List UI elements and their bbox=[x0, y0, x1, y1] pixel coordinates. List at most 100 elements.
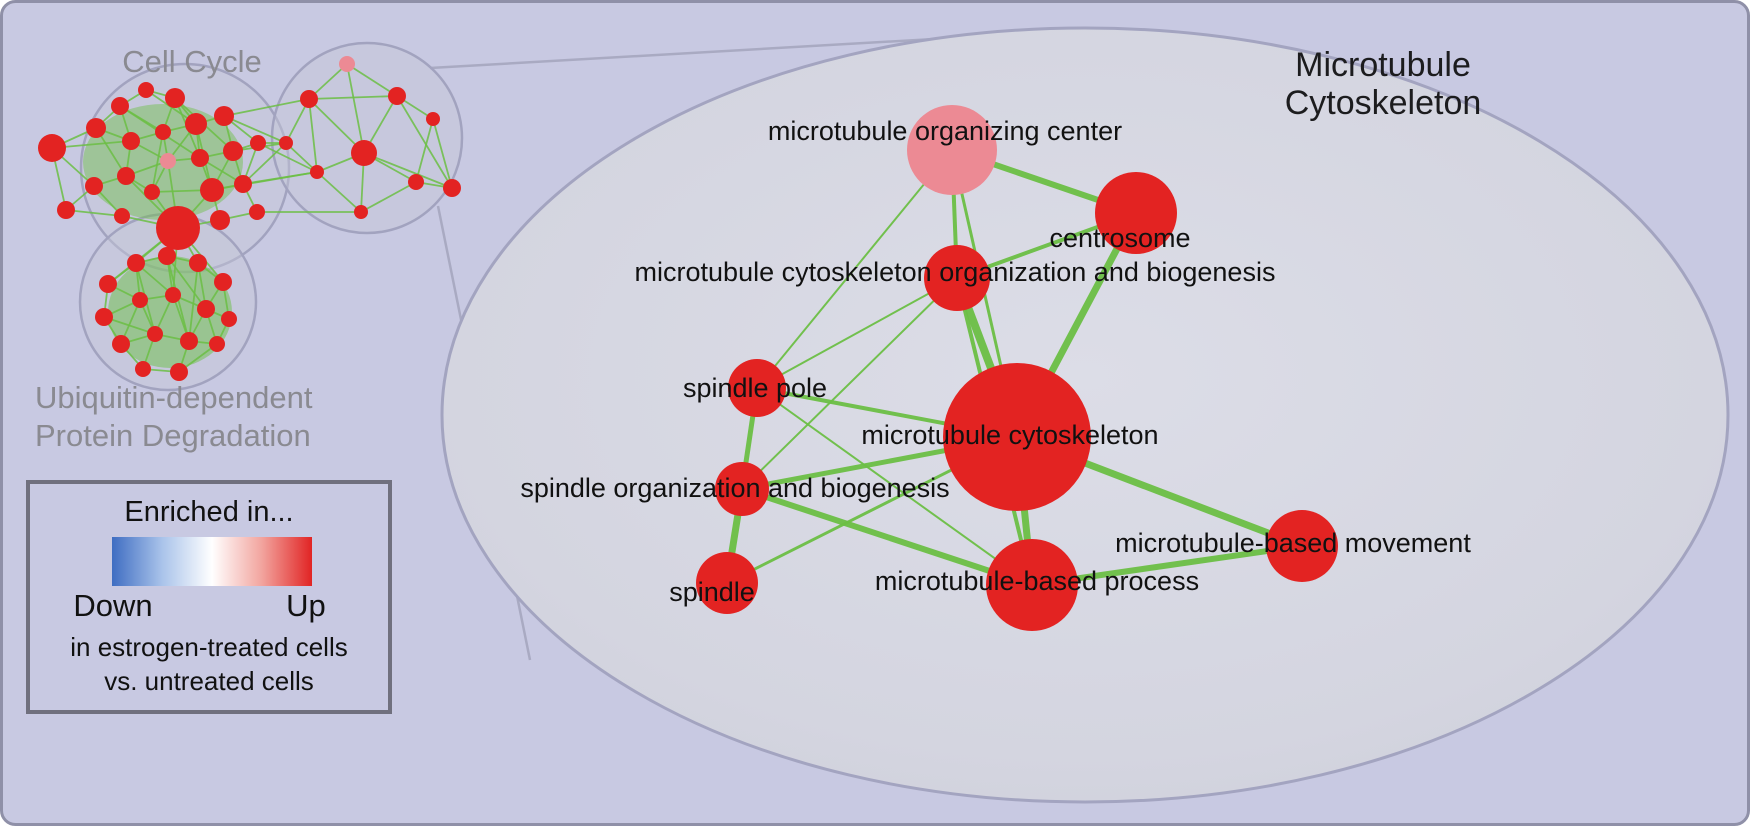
overview-node bbox=[117, 167, 135, 185]
legend-box bbox=[26, 480, 392, 714]
overview-node bbox=[147, 326, 163, 342]
overview-edge bbox=[316, 171, 362, 213]
overview-node bbox=[85, 177, 103, 195]
overview-node bbox=[138, 82, 154, 98]
overview-node bbox=[112, 335, 130, 353]
overview-node bbox=[426, 112, 440, 126]
overview-node bbox=[165, 88, 185, 108]
overview-node bbox=[310, 165, 324, 179]
overview-node bbox=[111, 97, 129, 115]
legend-caption-line1: in estrogen-treated cells bbox=[70, 632, 347, 662]
cluster-label-ubiquitin-line2: Protein Degradation bbox=[35, 418, 311, 453]
overview-node bbox=[351, 140, 377, 166]
overview-node bbox=[158, 247, 176, 265]
detail-edge bbox=[741, 486, 1033, 588]
overview-node bbox=[127, 254, 145, 272]
detail-node-label-moc: microtubule organizing center bbox=[768, 116, 1122, 146]
overview-node bbox=[57, 201, 75, 219]
overview-node bbox=[155, 124, 171, 140]
detail-node-label-spp: spindle pole bbox=[683, 373, 827, 403]
legend: Enriched in... Down Up in estrogen-treat… bbox=[26, 480, 392, 714]
detail-node-label-sob: spindle organization and biogenesis bbox=[520, 473, 949, 503]
overview-network bbox=[38, 41, 464, 392]
overview-node bbox=[408, 174, 424, 190]
overview-edge bbox=[360, 181, 417, 213]
detail-node-label-spn: spindle bbox=[669, 577, 755, 607]
overview-node bbox=[86, 118, 106, 138]
legend-gradient-bar bbox=[112, 537, 312, 586]
overview-edge bbox=[223, 98, 310, 117]
overview-node bbox=[165, 287, 181, 303]
overview-node bbox=[132, 292, 148, 308]
overview-edge bbox=[396, 95, 453, 189]
overview-node bbox=[144, 184, 160, 200]
detail-edge bbox=[741, 277, 958, 490]
overview-node bbox=[234, 175, 252, 193]
cluster-label-cell-cycle: Cell Cycle bbox=[122, 44, 262, 79]
overview-node bbox=[114, 208, 130, 224]
detail-title-line2: Cytoskeleton bbox=[1285, 84, 1482, 122]
overview-node bbox=[122, 132, 140, 150]
overview-node bbox=[185, 113, 207, 135]
overview-nodes bbox=[38, 56, 461, 381]
overview-edge bbox=[188, 262, 199, 342]
overview-edge bbox=[415, 118, 434, 183]
legend-up-label: Up bbox=[286, 588, 326, 623]
overview-node bbox=[214, 273, 232, 291]
detail-node-moc bbox=[907, 105, 997, 195]
overview-node bbox=[197, 300, 215, 318]
overview-node bbox=[443, 179, 461, 197]
overview-node bbox=[221, 311, 237, 327]
detail-node-label-mbp: microtubule-based process bbox=[875, 566, 1199, 596]
detail-node-mco bbox=[924, 245, 990, 311]
overview-node bbox=[191, 149, 209, 167]
detail-node-mbm bbox=[1266, 510, 1338, 582]
detail-node-mbp bbox=[986, 539, 1078, 631]
detail-node-sob bbox=[715, 462, 769, 516]
overview-node bbox=[249, 204, 265, 220]
overview-edge bbox=[285, 142, 318, 173]
cluster-label-ubiquitin-line1: Ubiquitin-dependent bbox=[35, 380, 313, 415]
overview-node bbox=[388, 87, 406, 105]
overview-edge bbox=[346, 63, 398, 97]
overview-node bbox=[210, 210, 230, 230]
overview-node bbox=[99, 275, 117, 293]
overview-edge bbox=[432, 118, 453, 189]
overview-edge bbox=[223, 115, 287, 144]
overview-edge bbox=[308, 95, 398, 100]
overview-node bbox=[354, 205, 368, 219]
detail-node-labels: microtubule organizing centercentrosomem… bbox=[520, 116, 1471, 607]
overview-node bbox=[38, 134, 66, 162]
overview-node bbox=[250, 135, 266, 151]
overview-node bbox=[135, 361, 151, 377]
overview-node bbox=[209, 336, 225, 352]
detail-node-label-mtc: microtubule cytoskeleton bbox=[861, 420, 1158, 450]
overview-edge bbox=[65, 209, 123, 217]
legend-down-label: Down bbox=[73, 588, 152, 623]
legend-caption-line2: vs. untreated cells bbox=[104, 666, 314, 696]
detail-node-label-mco: microtubule cytoskeleton organization an… bbox=[635, 257, 1276, 287]
detail-node-label-mbm: microtubule-based movement bbox=[1115, 528, 1471, 558]
overview-node bbox=[189, 254, 207, 272]
cluster-circle-microtubule bbox=[270, 41, 464, 235]
overview-edge bbox=[363, 152, 453, 189]
overview-node bbox=[279, 136, 293, 150]
overview-node bbox=[200, 178, 224, 202]
detail-node-mtc bbox=[943, 363, 1091, 511]
overview-edge bbox=[308, 98, 318, 173]
overview-node bbox=[170, 363, 188, 381]
overview-edge bbox=[166, 255, 207, 310]
detail-node-spp bbox=[728, 359, 786, 417]
overview-edge bbox=[242, 171, 318, 185]
overview-node bbox=[156, 206, 200, 250]
overview-node bbox=[300, 90, 318, 108]
overview-edge bbox=[151, 131, 164, 193]
overview-node bbox=[339, 56, 355, 72]
detail-node-cen bbox=[1095, 172, 1177, 254]
overview-node bbox=[160, 153, 176, 169]
overview-node bbox=[95, 308, 113, 326]
detail-edge bbox=[756, 149, 953, 389]
legend-title: Enriched in... bbox=[124, 496, 293, 528]
detail-edge bbox=[756, 387, 1033, 586]
overview-node bbox=[214, 106, 234, 126]
